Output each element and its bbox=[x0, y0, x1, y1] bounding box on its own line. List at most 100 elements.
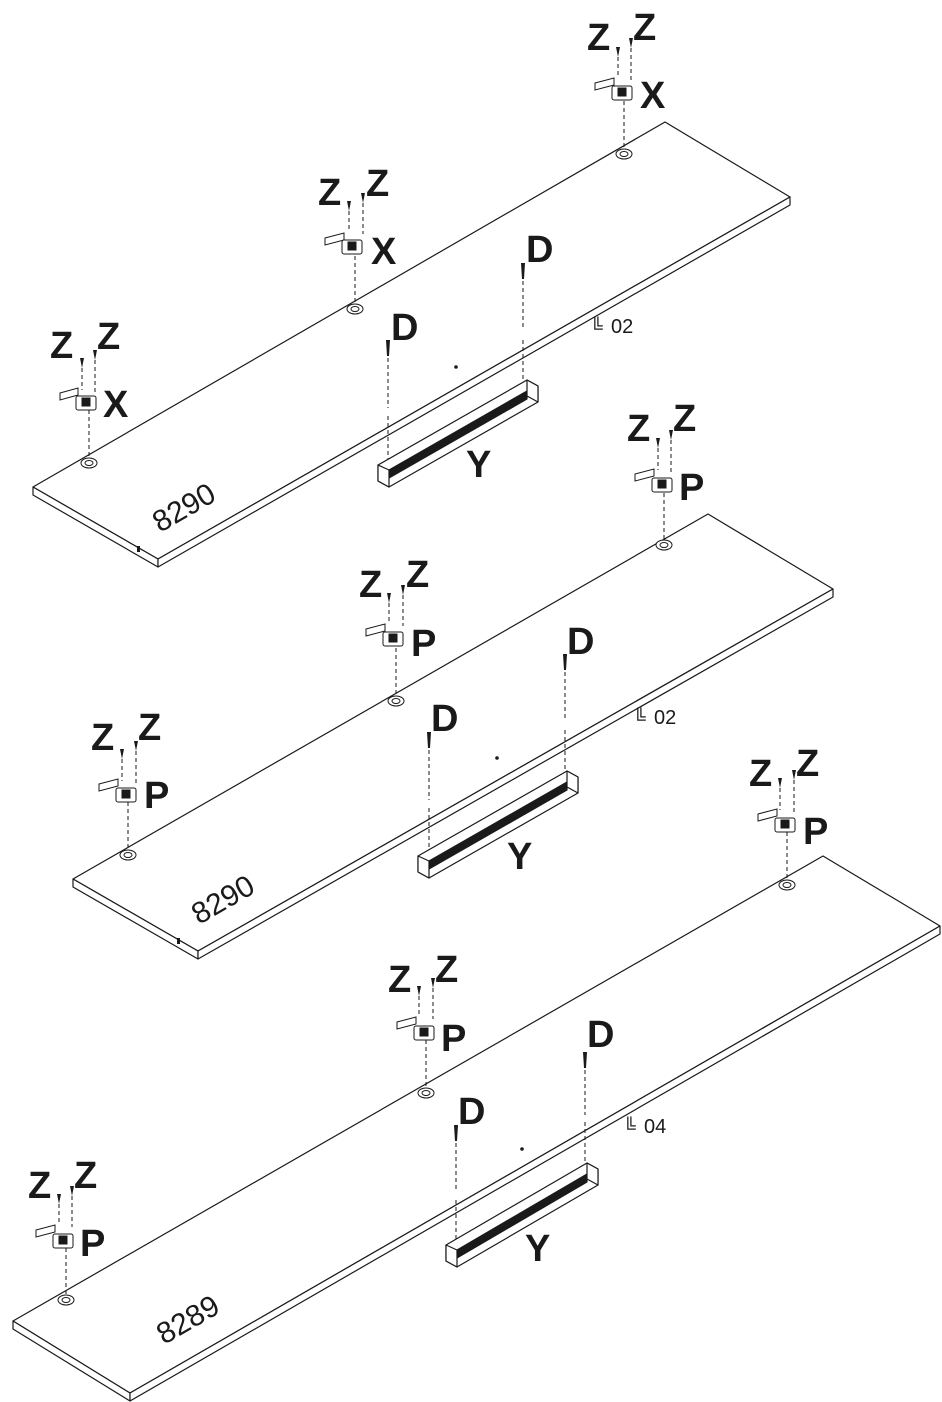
edge-mark: ╚ 02 bbox=[633, 707, 676, 729]
hinge-assembly: Z Z P bbox=[359, 554, 436, 695]
screw-icon bbox=[347, 201, 351, 211]
hinge-label: X bbox=[371, 231, 397, 273]
hinge-label: P bbox=[144, 775, 169, 817]
screw-icon bbox=[80, 358, 84, 368]
screw-icon bbox=[93, 350, 97, 360]
edge-mark: ╚ 04 bbox=[623, 1116, 666, 1138]
handle-label: Y bbox=[525, 1228, 550, 1270]
board-side-edge bbox=[129, 925, 941, 1402]
edge-mark: ╚ 02 bbox=[590, 316, 633, 338]
board-1 bbox=[32, 121, 791, 568]
dowel-label: D bbox=[587, 1014, 614, 1056]
handle-label: Y bbox=[507, 836, 532, 878]
edge-code-label: 02 bbox=[611, 316, 633, 338]
screw-icon bbox=[431, 978, 435, 988]
dowel-icon bbox=[427, 732, 431, 748]
screw-label: Z bbox=[366, 163, 389, 205]
screw-icon bbox=[361, 193, 365, 203]
hinge-assembly: Z Z X bbox=[318, 163, 397, 303]
dowel-label: D bbox=[391, 307, 418, 349]
screw-icon bbox=[669, 430, 673, 440]
dowel-icon bbox=[454, 1125, 458, 1141]
hinge-icon bbox=[59, 387, 97, 411]
hinge-assembly: Z Z X bbox=[50, 316, 129, 458]
dowel-icon bbox=[386, 340, 390, 356]
hinge-icon bbox=[594, 77, 633, 101]
hinge-label: P bbox=[803, 811, 828, 853]
screw-label: Z bbox=[138, 707, 161, 749]
screw-icon bbox=[401, 585, 405, 595]
screw-icon bbox=[792, 770, 796, 780]
screw-label: Z bbox=[673, 398, 696, 440]
hinge-icon bbox=[396, 1016, 435, 1041]
screw-label: Z bbox=[406, 554, 429, 596]
hinge-hole bbox=[80, 148, 633, 469]
screw-icon bbox=[778, 778, 782, 788]
dowel-label: D bbox=[431, 698, 458, 740]
hinge-assembly: Z Z X bbox=[587, 7, 666, 148]
hinge-label: X bbox=[103, 384, 129, 426]
dowel-assembly: D bbox=[454, 1091, 485, 1245]
board-2 bbox=[72, 513, 834, 960]
screw-icon bbox=[120, 749, 124, 759]
screw-label: Z bbox=[318, 172, 341, 214]
hinge-icon bbox=[365, 623, 404, 647]
handle-icon bbox=[445, 1162, 599, 1268]
hinge-icon bbox=[757, 808, 796, 833]
hinge-label: P bbox=[411, 623, 436, 665]
hinge-assembly: Z Z P bbox=[627, 398, 704, 539]
screw-label: Z bbox=[91, 717, 114, 759]
edge-symbol-icon: ╚ bbox=[590, 316, 603, 337]
hinge-icon bbox=[98, 778, 137, 803]
handle-icon bbox=[377, 379, 539, 488]
hinge-label: X bbox=[640, 75, 666, 117]
screw-label: Z bbox=[97, 316, 120, 358]
screw-icon bbox=[656, 438, 660, 448]
board-3 bbox=[12, 855, 941, 1402]
board-side-edge bbox=[197, 588, 834, 960]
hinge-assembly: Z Z P bbox=[749, 743, 828, 879]
screw-icon bbox=[629, 38, 633, 48]
screw-label: Z bbox=[359, 564, 382, 606]
hinge-icon bbox=[35, 1224, 74, 1249]
screw-icon bbox=[387, 593, 391, 603]
hinge-label: P bbox=[679, 467, 704, 509]
screw-icon bbox=[417, 986, 421, 996]
dowel-icon bbox=[521, 263, 525, 279]
hinge-assembly: Z Z P bbox=[28, 1155, 105, 1294]
edge-code-label: 04 bbox=[644, 1116, 666, 1138]
panel-3: 8289 ╚ 04 Z Z P bbox=[12, 743, 941, 1402]
dowel-assembly: D bbox=[427, 698, 458, 852]
screw-label: Z bbox=[388, 959, 411, 1001]
screw-label: Z bbox=[796, 743, 819, 785]
dowel-icon bbox=[583, 1052, 587, 1068]
edge-code-label: 02 bbox=[654, 707, 676, 729]
screw-label: Z bbox=[74, 1155, 97, 1197]
screw-icon bbox=[57, 1194, 61, 1204]
dowel-label: D bbox=[567, 621, 594, 663]
dowel-label: D bbox=[526, 229, 553, 271]
hinge-hole bbox=[119, 539, 673, 861]
screw-label: Z bbox=[633, 7, 656, 49]
board-side-edge bbox=[157, 196, 791, 568]
hinge-icon bbox=[324, 232, 363, 255]
dowel-icon bbox=[563, 654, 567, 670]
edge-symbol-icon: ╚ bbox=[623, 1116, 636, 1137]
screw-label: Z bbox=[587, 17, 610, 59]
dowel-assembly: D bbox=[563, 621, 594, 775]
screw-label: Z bbox=[50, 325, 73, 367]
screw-label: Z bbox=[28, 1165, 51, 1207]
hinge-assembly: Z Z P bbox=[91, 707, 169, 849]
dowel-assembly: D bbox=[583, 1014, 614, 1167]
panel-1: 8290 ╚ 02 Z Z X bbox=[32, 7, 791, 568]
hinge-hole bbox=[57, 879, 796, 1306]
hinge-icon bbox=[634, 468, 673, 493]
handle-icon bbox=[417, 770, 579, 879]
screw-icon bbox=[134, 741, 138, 751]
screw-label: Z bbox=[435, 949, 458, 991]
edge-symbol-icon: ╚ bbox=[633, 707, 646, 728]
dowel-assembly: D bbox=[386, 307, 418, 460]
screw-icon bbox=[70, 1186, 74, 1196]
